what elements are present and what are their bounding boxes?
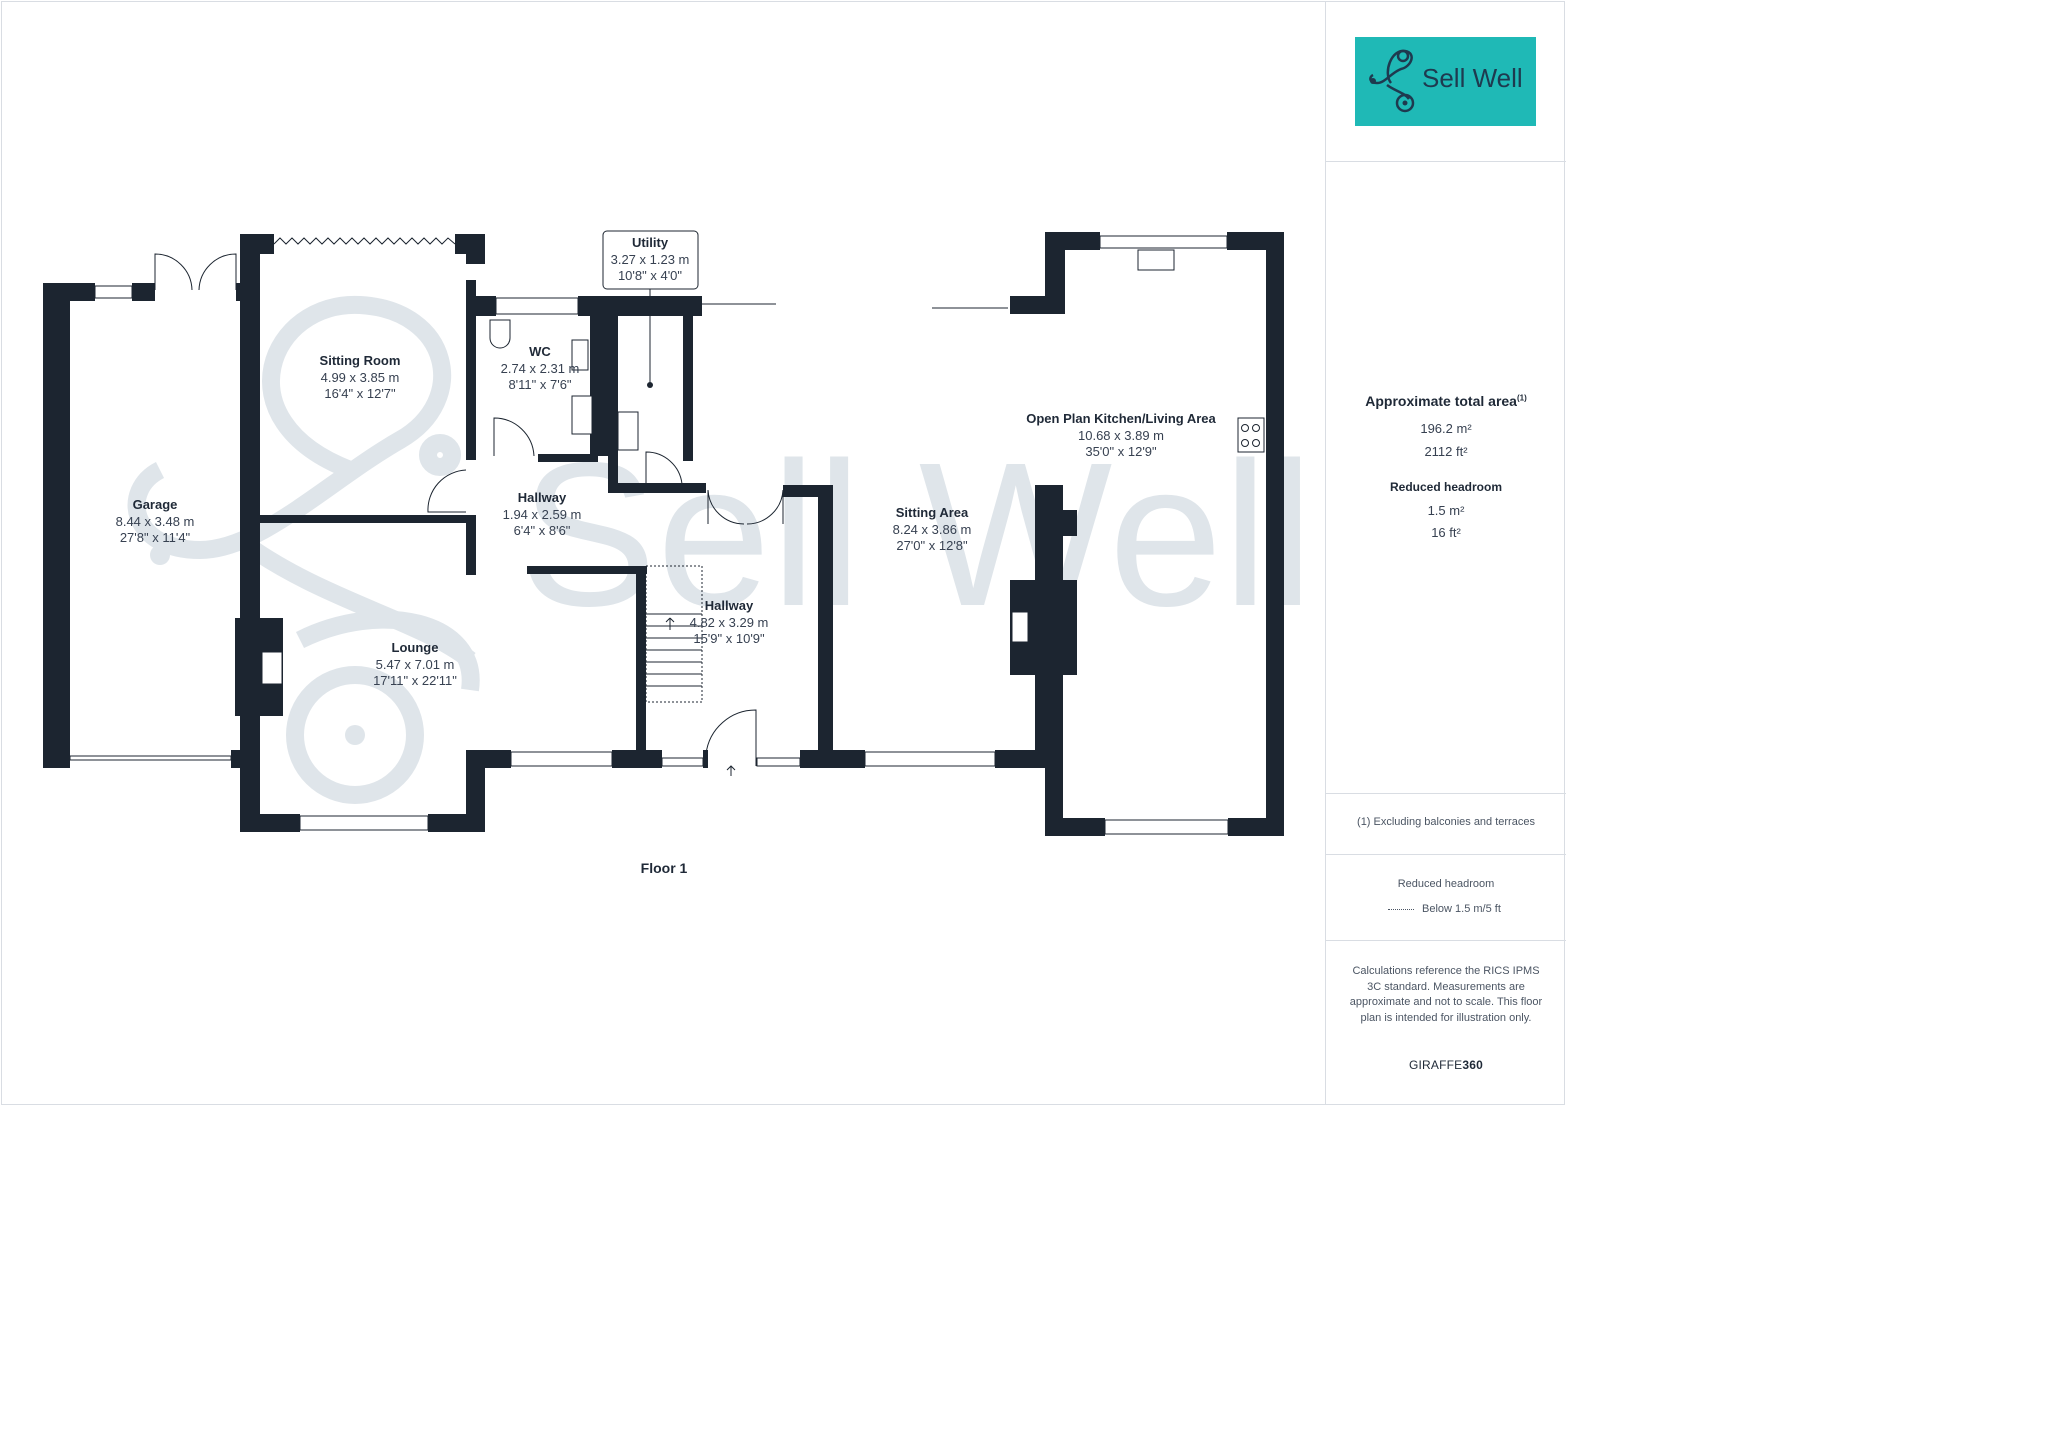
doors <box>154 237 1008 766</box>
utility-name: Utility <box>632 235 669 250</box>
dotted-line-icon <box>1388 908 1414 910</box>
garage-name: Garage <box>133 497 178 512</box>
giraffe360-brand: GIRAFFE360 <box>1408 1058 1484 1072</box>
watermark: Sell Well <box>127 295 1314 804</box>
floor-plan: Sell Well <box>43 230 1314 876</box>
room-wc: WC 2.74 x 2.31 m 8'11" x 7'6" <box>501 344 580 392</box>
fittings <box>261 249 1265 685</box>
legend-reduced-headroom: Below 1.5 m/5 ft <box>1388 903 1501 915</box>
open-plan-metric: 10.68 x 3.89 m <box>1078 428 1164 443</box>
reduced-headroom-title: Reduced headroom <box>1389 480 1503 494</box>
lounge-name: Lounge <box>392 640 439 655</box>
utility-callout <box>602 230 699 388</box>
sink <box>1137 249 1175 271</box>
total-area-m2: 196.2 m² <box>1420 421 1472 436</box>
divider <box>1326 854 1566 855</box>
room-utility: Utility 3.27 x 1.23 m 10'8" x 4'0" <box>611 235 690 283</box>
disclaimer: Calculations reference the RICS IPMS 3C … <box>1349 965 1543 1024</box>
room-open-plan: Open Plan Kitchen/Living Area 10.68 x 3.… <box>1026 411 1216 459</box>
hallway-upper-name: Hallway <box>518 490 567 505</box>
floor-label: Floor 1 <box>641 860 688 876</box>
legend-title: Reduced headroom <box>1397 878 1495 890</box>
hallway-upper-metric: 1.94 x 2.59 m <box>503 507 582 522</box>
hob-rings <box>1241 424 1260 447</box>
divider <box>1326 793 1566 794</box>
hallway-upper-imperial: 6'4" x 8'6" <box>514 523 571 538</box>
watermark-text: Sell Well <box>520 420 1314 649</box>
utility-unit <box>617 411 639 451</box>
reduced-headroom-m2: 1.5 m² <box>1427 503 1465 518</box>
total-area-title: Approximate total area(1) <box>1365 393 1527 409</box>
lounge-imperial: 17'11" x 22'11" <box>373 673 457 688</box>
lounge-metric: 5.47 x 7.01 m <box>376 657 455 672</box>
brand-name: Sell Well <box>1422 63 1523 93</box>
total-area-ft2: 2112 ft² <box>1424 444 1468 459</box>
divider <box>1326 161 1566 162</box>
utility-imperial: 10'8" x 4'0" <box>618 268 682 283</box>
hallway-lower-metric: 4.82 x 3.29 m <box>690 615 769 630</box>
room-hallway-lower: Hallway 4.82 x 3.29 m 15'9" x 10'9" <box>690 598 769 646</box>
wc-name: WC <box>529 344 551 359</box>
sitting-room-metric: 4.99 x 3.85 m <box>321 370 400 385</box>
hallway-lower-name: Hallway <box>705 598 754 613</box>
info-sidebar: Sell Well Approximate total area(1) 196.… <box>1325 1 1566 1105</box>
sitting-room-name: Sitting Room <box>320 353 401 368</box>
wc-metric: 2.74 x 2.31 m <box>501 361 580 376</box>
page-frame <box>1 1 1565 1105</box>
room-sitting-room: Sitting Room 4.99 x 3.85 m 16'4" x 12'7" <box>320 353 401 401</box>
open-plan-name: Open Plan Kitchen/Living Area <box>1026 411 1216 426</box>
sitting-room-imperial: 16'4" x 12'7" <box>324 386 396 401</box>
windows <box>69 235 1229 835</box>
room-sitting-area: Sitting Area 8.24 x 3.86 m 27'0" x 12'8" <box>893 505 972 553</box>
garage-imperial: 27'8" x 11'4" <box>120 530 191 545</box>
toilet <box>489 319 511 349</box>
legend-item-label: Below 1.5 m/5 ft <box>1422 903 1501 915</box>
area-footnote: (1) Excluding balconies and terraces <box>1357 816 1535 828</box>
room-garage: Garage 8.44 x 3.48 m 27'8" x 11'4" <box>116 497 195 545</box>
brand-mark-icon <box>1369 49 1415 113</box>
hallway-lower-imperial: 15'9" x 10'9" <box>693 631 765 646</box>
sitting-area-name: Sitting Area <box>896 505 969 520</box>
room-hallway-upper: Hallway 1.94 x 2.59 m 6'4" x 8'6" <box>503 490 582 538</box>
stairs <box>645 565 703 703</box>
garage-metric: 8.44 x 3.48 m <box>116 514 195 529</box>
sitting-area-imperial: 27'0" x 12'8" <box>896 538 968 553</box>
reduced-headroom-ft2: 16 ft² <box>1431 525 1461 540</box>
open-plan-imperial: 35'0" x 12'9" <box>1085 444 1157 459</box>
sitting-area-metric: 8.24 x 3.86 m <box>893 522 972 537</box>
walls <box>43 232 1284 836</box>
wc-imperial: 8'11" x 7'6" <box>508 377 571 392</box>
entrance-arrow <box>726 765 736 776</box>
hob <box>1237 417 1265 453</box>
wc-cabinet <box>571 395 593 435</box>
divider <box>1326 940 1566 941</box>
room-lounge: Lounge 5.47 x 7.01 m 17'11" x 22'11" <box>373 640 457 688</box>
utility-metric: 3.27 x 1.23 m <box>611 252 690 267</box>
sell-well-logo: Sell Well <box>1355 37 1536 126</box>
wc-basin <box>571 339 589 371</box>
